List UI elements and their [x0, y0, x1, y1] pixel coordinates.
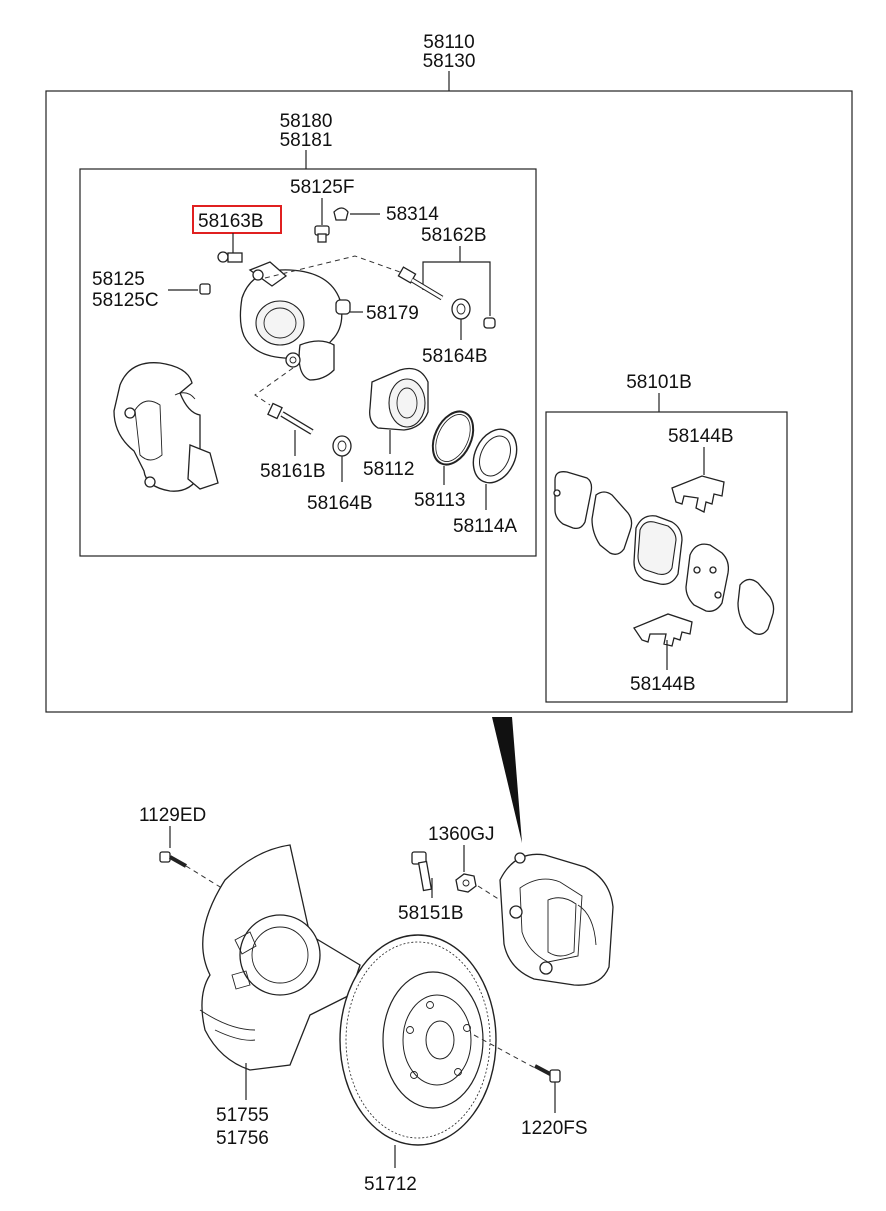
bleeder-cap-icon: [333, 207, 349, 221]
pad-shim-icon: [591, 491, 633, 555]
piston-icon: [369, 367, 429, 431]
label-58314[interactable]: 58314: [386, 204, 439, 225]
assembly-guide: [477, 885, 501, 901]
assembly-guide: [254, 367, 294, 406]
pin-boot-icon: [451, 298, 471, 320]
dust-shield-icon: [199, 844, 361, 1071]
pad-shim-icon: [553, 471, 593, 530]
label-58164B-upper[interactable]: 58164B: [422, 346, 488, 367]
caliper-bolt-icon: [411, 851, 433, 892]
label-51712[interactable]: 51712: [364, 1174, 417, 1195]
label-58179[interactable]: 58179: [366, 303, 419, 324]
label-51756[interactable]: 51756: [216, 1128, 269, 1149]
caliper-box: [79, 168, 537, 557]
brake-disc-icon: [339, 934, 497, 1146]
bushing-icon: [335, 299, 351, 315]
bleeder-screw-icon: [314, 225, 330, 243]
caliper-assembly-icon: [499, 852, 614, 986]
caliper-bracket-icon: [113, 362, 219, 492]
highlight-box: [192, 205, 282, 234]
label-51755[interactable]: 51755: [216, 1105, 269, 1126]
label-1360GJ[interactable]: 1360GJ: [428, 824, 495, 845]
shield-bolt-icon: [159, 851, 187, 868]
label-58161B[interactable]: 58161B: [260, 461, 326, 482]
label-58130[interactable]: 58130: [423, 51, 476, 72]
brake-pad-icon: [685, 543, 730, 612]
pad-kit-box: [545, 411, 788, 703]
label-58114A[interactable]: 58114A: [453, 516, 517, 537]
label-58125F[interactable]: 58125F: [290, 177, 354, 198]
label-58164B-lower[interactable]: 58164B: [307, 493, 373, 514]
piston-boot-icon: [472, 428, 518, 484]
assembly-frame: [45, 90, 853, 713]
pad-clip-icon: [671, 475, 725, 513]
assembly-guide: [473, 1034, 536, 1069]
label-58181[interactable]: 58181: [280, 130, 333, 151]
guide-bolt-icon: [217, 251, 243, 263]
pad-shim-icon: [737, 578, 775, 635]
pin-boot-icon: [332, 435, 352, 457]
assembly-guide: [185, 865, 226, 891]
caliper-body-icon: [239, 261, 343, 381]
label-58113[interactable]: 58113: [414, 490, 465, 511]
label-58163B[interactable]: 58163B: [198, 211, 264, 232]
bleeder-plug-icon: [199, 283, 211, 295]
guide-pin-icon: [397, 266, 444, 301]
label-58112[interactable]: 58112: [363, 459, 414, 480]
piston-seal-inner: [435, 414, 471, 462]
guide-pin-boot-icon: [483, 317, 496, 329]
label-58144B-upper[interactable]: 58144B: [668, 426, 734, 447]
detail-pointer: [492, 717, 522, 843]
label-58144B-lower[interactable]: 58144B: [630, 674, 696, 695]
leader-line: [422, 261, 491, 316]
pad-clip-icon: [633, 613, 693, 647]
label-58110[interactable]: 58110: [423, 32, 474, 53]
label-58125[interactable]: 58125: [92, 269, 145, 290]
label-58125C[interactable]: 58125C: [92, 290, 159, 311]
disc-screw-icon: [534, 1064, 561, 1083]
assembly-guide: [264, 255, 401, 279]
label-1220FS[interactable]: 1220FS: [521, 1118, 588, 1139]
guide-bolt-icon: [267, 402, 314, 435]
piston-seal-icon: [431, 410, 475, 466]
label-58101B[interactable]: 58101B: [626, 372, 692, 393]
label-58162B[interactable]: 58162B: [421, 225, 487, 246]
label-1129ED[interactable]: 1129ED: [139, 805, 206, 826]
label-58180[interactable]: 58180: [280, 111, 333, 132]
washer-icon: [455, 873, 477, 893]
brake-pad-icon: [633, 515, 683, 585]
label-58151B[interactable]: 58151B: [398, 903, 464, 924]
